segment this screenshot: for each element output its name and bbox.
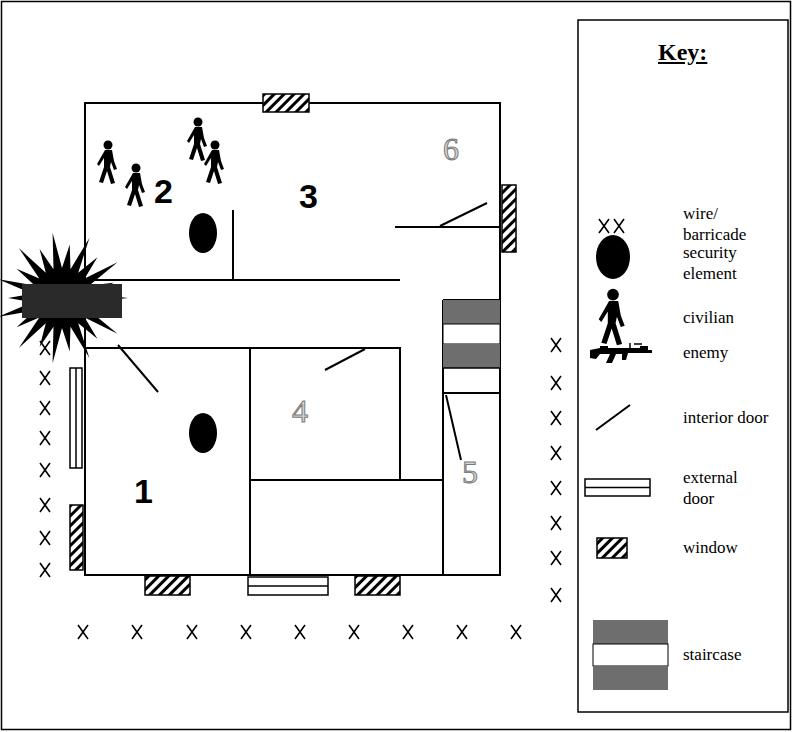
legend-text: external door [683,467,771,510]
legend-text: wire/ barricade [683,203,771,246]
windows [70,94,516,595]
wire-barricade [40,338,561,639]
legend-text: interior door [683,407,771,428]
legend-text: security element [683,242,771,285]
interior-doors [118,203,487,460]
legend-text: civilian [683,307,771,328]
civilian-figure [125,164,145,208]
security-element [189,413,217,453]
walls [85,103,500,575]
blast-core [22,284,122,318]
room-number: 3 [299,179,318,213]
legend-text: window [683,537,771,558]
room-number: 4 [292,395,308,427]
civilian-figure [97,141,117,185]
key-panel [578,20,788,712]
blast-spikes [0,233,128,364]
legend-text: staircase [683,644,771,665]
room-number: 5 [462,456,478,488]
room-number: 1 [134,474,153,508]
staircase [443,300,500,368]
legend-text: enemy [683,342,771,363]
room-number: 2 [154,174,173,208]
external-doors [70,368,328,595]
security-element [189,213,217,253]
key-symbols [585,219,668,690]
civilian-figure [204,141,224,185]
civilian-figure [187,118,207,162]
blast-burst [0,233,128,364]
key-heading: Key: [658,40,707,64]
room-number: 6 [443,133,459,165]
